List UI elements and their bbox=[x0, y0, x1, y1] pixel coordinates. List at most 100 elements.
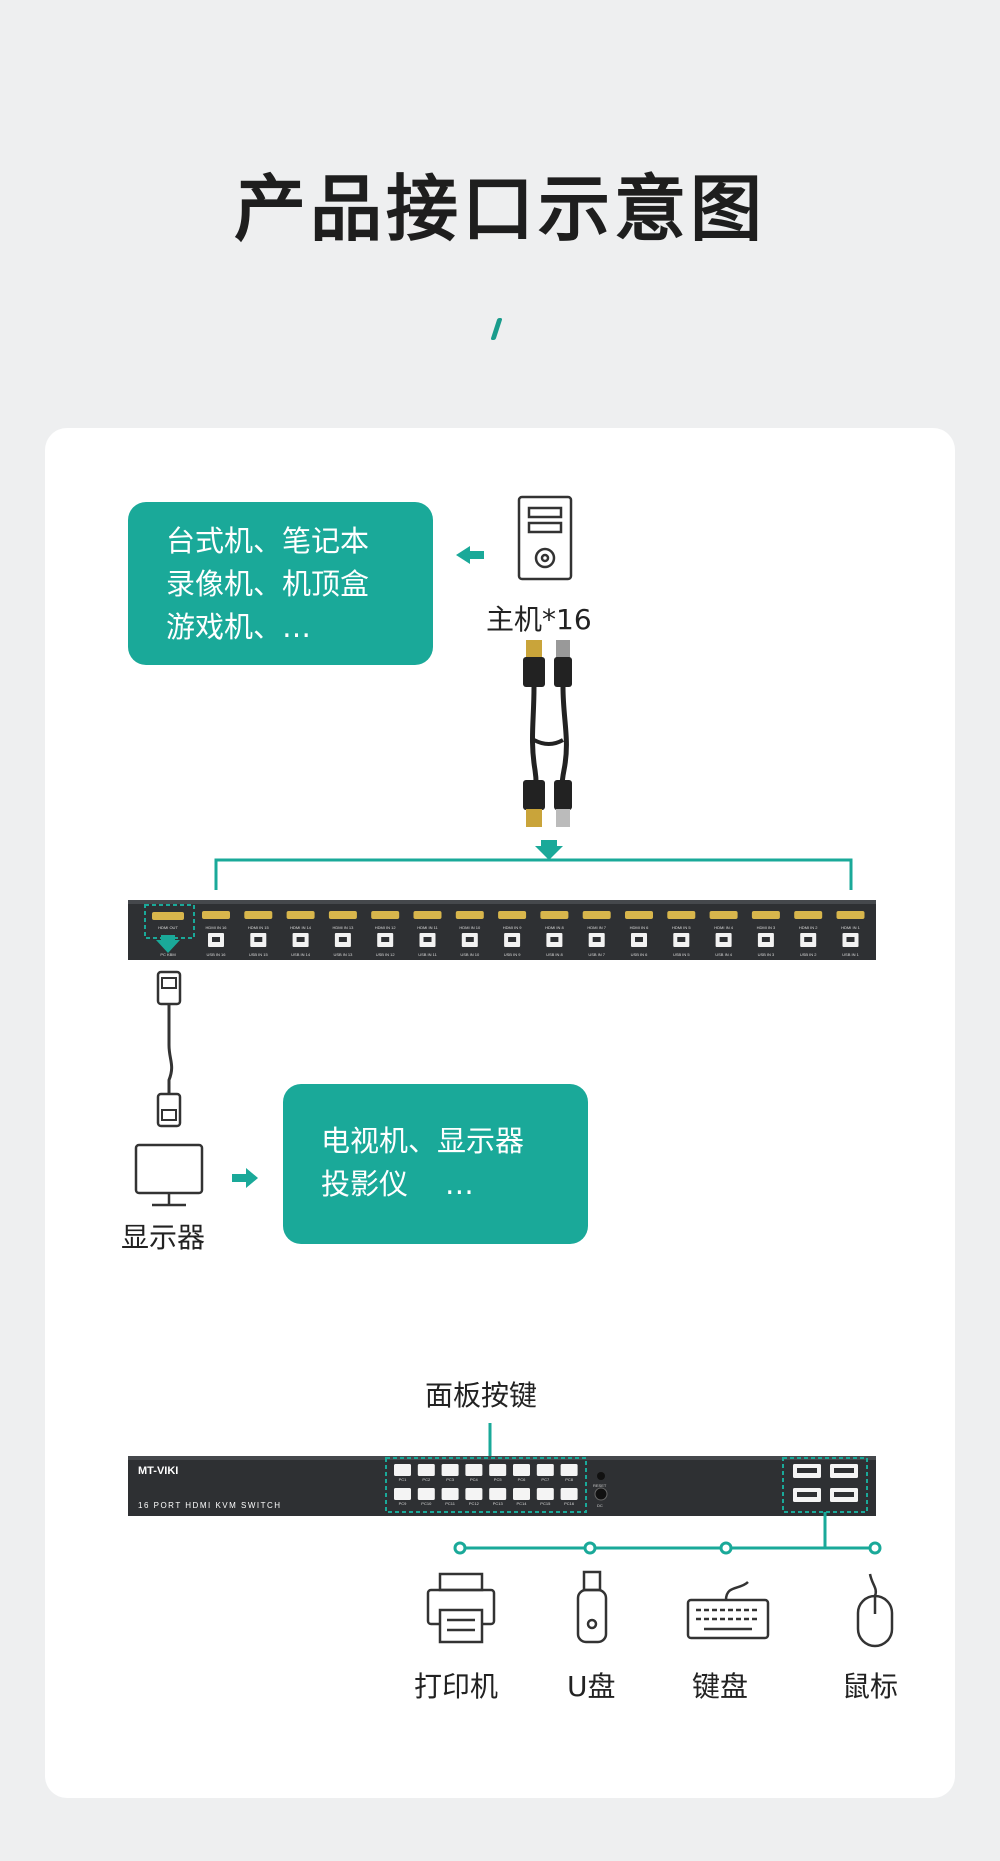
hdmi-in-label: HDMI IN 7 bbox=[587, 925, 606, 930]
usb-in-port-socket bbox=[846, 937, 855, 942]
usb-in-label: USB IN 11 bbox=[418, 952, 437, 957]
display-description-box: 电视机、显示器 投影仪 … bbox=[283, 1084, 588, 1244]
input-bracket bbox=[214, 858, 853, 890]
pc-select-button[interactable] bbox=[489, 1464, 507, 1476]
pc-button-label: PC15 bbox=[540, 1501, 551, 1506]
pc-select-button[interactable] bbox=[394, 1488, 411, 1500]
hdmi-in-label: HDMI IN 14 bbox=[290, 925, 312, 930]
usb-in-port-socket bbox=[465, 937, 474, 942]
pc-button-label: PC5 bbox=[494, 1477, 503, 1482]
usb-out-label: PC KBM bbox=[160, 952, 175, 957]
pc-button-label: PC4 bbox=[470, 1477, 479, 1482]
usb-in-port-socket bbox=[381, 937, 390, 942]
pc-select-button[interactable] bbox=[441, 1488, 459, 1500]
hdmi-in-port bbox=[498, 911, 527, 919]
usb-in-port-socket bbox=[635, 937, 643, 942]
pc-select-button[interactable] bbox=[394, 1464, 411, 1476]
hdmi-in-label: HDMI IN 12 bbox=[375, 925, 397, 930]
hdmi-in-label: HDMI IN 2 bbox=[799, 925, 818, 930]
arrow-right-icon bbox=[232, 1168, 258, 1188]
pc-button-label: PC16 bbox=[564, 1501, 575, 1506]
usb-in-port-socket bbox=[254, 937, 263, 942]
printer-label: 打印机 bbox=[414, 1670, 499, 1703]
mouse-label: 鼠标 bbox=[842, 1670, 899, 1703]
arrow-down-icon bbox=[535, 840, 563, 860]
usb-in-label: USB IN 2 bbox=[800, 952, 817, 957]
front-usb-group bbox=[793, 1464, 858, 1502]
hdmi-in-label: HDMI IN 5 bbox=[672, 925, 691, 930]
model-name: 16 PORT HDMI KVM SWITCH bbox=[138, 1501, 282, 1510]
usb-in-port-socket bbox=[592, 937, 601, 942]
usb-in-label: USB IN 4 bbox=[715, 952, 732, 957]
pc-select-button[interactable] bbox=[513, 1488, 530, 1500]
dc-label: DC bbox=[597, 1503, 603, 1508]
pc-select-button[interactable] bbox=[417, 1464, 435, 1476]
printer-icon bbox=[426, 1572, 496, 1644]
hdmi-in-label: HDMI IN 3 bbox=[757, 925, 776, 930]
pc-select-button[interactable] bbox=[417, 1488, 435, 1500]
pc-button-label: PC12 bbox=[469, 1501, 480, 1506]
pc-button-label: PC14 bbox=[516, 1501, 527, 1506]
usb-in-label: USB IN 1 bbox=[842, 952, 859, 957]
pc-select-button[interactable] bbox=[560, 1464, 578, 1476]
pc-button-label: PC1 bbox=[399, 1477, 408, 1482]
hdmi-in-label: HDMI IN 15 bbox=[248, 925, 270, 930]
pc-select-button[interactable] bbox=[536, 1464, 554, 1476]
front-usb-port-socket bbox=[797, 1492, 817, 1497]
front-usb-port-socket bbox=[797, 1468, 817, 1473]
hdmi-in-label: HDMI IN 9 bbox=[503, 925, 522, 930]
usb-in-port-socket bbox=[550, 937, 559, 942]
pc-select-button[interactable] bbox=[465, 1464, 483, 1476]
hdmi-in-label: HDMI IN 1 bbox=[841, 925, 860, 930]
hdmi-out-label: HDMI OUT bbox=[158, 925, 178, 930]
hdmi-in-port bbox=[794, 911, 823, 919]
display-label: 显示器 bbox=[121, 1221, 206, 1254]
pc-select-button[interactable] bbox=[560, 1488, 578, 1500]
peripheral-connector bbox=[453, 1512, 882, 1555]
pc-button-label: PC13 bbox=[493, 1501, 504, 1506]
hdmi-in-label: HDMI IN 6 bbox=[630, 925, 649, 930]
hdmi-in-label: HDMI IN 8 bbox=[545, 925, 564, 930]
pc-button-label: PC11 bbox=[445, 1501, 455, 1506]
page-title: 产品接口示意图 bbox=[233, 167, 766, 251]
pc-select-button[interactable] bbox=[441, 1464, 459, 1476]
hdmi-in-label: HDMI IN 13 bbox=[332, 925, 354, 930]
keyboard-label: 键盘 bbox=[692, 1670, 749, 1703]
kvm-rear-panel bbox=[128, 900, 876, 960]
hosts-line-1: 台式机、笔记本 bbox=[166, 524, 370, 558]
pc-button-label: PC9 bbox=[399, 1501, 408, 1506]
pc-select-button[interactable] bbox=[536, 1488, 554, 1500]
hdmi-in-port bbox=[709, 911, 738, 919]
display-line-2: 投影仪 … bbox=[321, 1167, 474, 1201]
front-panel-label: 面板按键 bbox=[425, 1379, 538, 1412]
pc-select-button[interactable] bbox=[465, 1488, 483, 1500]
hdmi-in-port bbox=[751, 911, 780, 919]
pc-button-label: PC10 bbox=[421, 1501, 432, 1506]
pc-button-label: PC2 bbox=[422, 1477, 431, 1482]
pc-button-label: PC3 bbox=[446, 1477, 455, 1482]
usb-in-label: USB IN 16 bbox=[207, 952, 227, 957]
pc-select-button[interactable] bbox=[489, 1488, 507, 1500]
usb-in-label: USB IN 8 bbox=[546, 952, 563, 957]
hdmi-in-label: HDMI IN 11 bbox=[417, 925, 438, 930]
usb-in-port-socket bbox=[677, 937, 686, 942]
hdmi-in-port bbox=[286, 911, 315, 919]
pc-button-label: PC8 bbox=[565, 1477, 574, 1482]
usb-drive-icon bbox=[576, 1570, 608, 1644]
usb-in-port-socket bbox=[508, 937, 517, 942]
usb-in-port-socket bbox=[719, 937, 728, 942]
usb-in-label: USB IN 3 bbox=[758, 952, 775, 957]
usb-in-port-socket bbox=[423, 937, 432, 942]
pc-select-button[interactable] bbox=[513, 1464, 530, 1476]
usb-drive-label: U盘 bbox=[567, 1670, 616, 1703]
hosts-line-2: 录像机、机顶盒 bbox=[166, 567, 370, 601]
pc-button-label: PC6 bbox=[518, 1477, 527, 1482]
hdmi-in-port bbox=[540, 911, 569, 919]
front-usb-port-socket bbox=[834, 1468, 854, 1473]
hdmi-cable-icon bbox=[156, 970, 182, 1128]
usb-in-label: USB IN 14 bbox=[291, 952, 311, 957]
monitor-icon bbox=[134, 1143, 204, 1207]
usb-in-port-socket bbox=[212, 937, 220, 942]
brand-logo: MT-VIKI bbox=[138, 1465, 178, 1477]
